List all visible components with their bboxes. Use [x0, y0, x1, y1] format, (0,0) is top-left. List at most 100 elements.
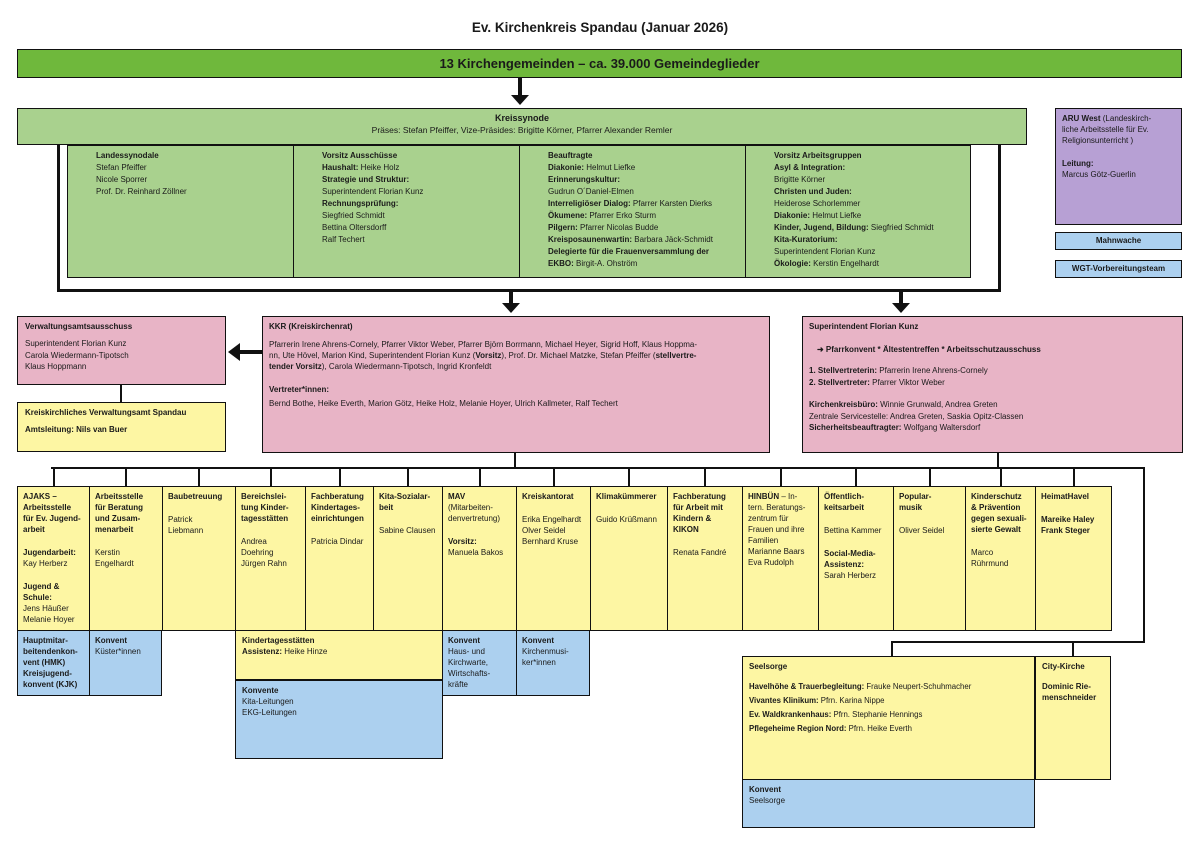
landessynodale-members: Stefan Pfeiffer Nicole Sporrer Prof. Dr.…: [96, 163, 187, 196]
stellvertreterin-label: 1. Stellvertreterin:: [809, 366, 878, 375]
gemeinden-banner: 13 Kirchengemeinden – ca. 39.000 Gemeind…: [17, 49, 1182, 78]
kkr-members-text: ), Prof. Dr. Michael Matzke, Stefan Pfei…: [501, 351, 656, 360]
list-item: Brigitte Körner: [774, 174, 966, 186]
department-detail-value: Jens Häußer Melanie Hoyer: [23, 604, 75, 624]
kkr-members-text: Pfarrerin Irene Ahrens-Cornely, Pfarrer …: [269, 340, 698, 360]
department-staff: Guido Krüßmann: [596, 515, 657, 524]
landessynodale-heading: Landessynodale: [96, 151, 159, 160]
department-box: AJAKS – Arbeitsstelle für Ev. Jugend- ar…: [17, 486, 90, 631]
landessynodale-section: Landessynodale Stefan Pfeiffer Nicole Sp…: [68, 146, 294, 277]
mahnwache-box: Mahnwache: [1055, 232, 1182, 250]
connector-line: [855, 467, 857, 486]
konvent-musiker-box: Konvent Kirchenmusi- ker*innen: [516, 630, 590, 696]
department-heading: Kreiskantorat: [522, 492, 574, 501]
list-item: Christen und Juden:: [774, 186, 966, 198]
department-staff: Oliver Seidel: [899, 526, 945, 535]
department-heading: HINBÜN: [748, 492, 780, 501]
verwaltungsamt-box: Kreiskirchliches Verwaltungsamt Spandau …: [17, 402, 226, 452]
list-item: EKBO: Birgit-A. Ohström: [548, 258, 739, 270]
list-item-value: Frauke Neupert-Schuhmacher: [864, 682, 972, 691]
wgt-label: WGT-Vorbereitungsteam: [1071, 264, 1166, 273]
haushalt-value: Heike Holz: [358, 163, 400, 172]
list-item-value: Pfarrer Erko Sturm: [587, 211, 657, 220]
list-item-label: Erinnerungskultur:: [548, 175, 621, 184]
superintendent-heading: Superintendent Florian Kunz: [809, 322, 919, 331]
servicestelle: Zentrale Servicestelle: Andrea Greten, S…: [809, 411, 1024, 421]
department-detail-label: Social-Media- Assistenz:: [824, 549, 876, 569]
list-item-label: Ökologie:: [774, 259, 811, 268]
list-item-label: Ev. Waldkrankenhaus:: [749, 710, 832, 719]
konvent-musiker-value: Kirchenmusi- ker*innen: [522, 647, 569, 667]
kkr-heading: KKR (Kreiskirchenrat): [269, 322, 353, 331]
list-item-label: Ökumene:: [548, 211, 588, 220]
konvent-seelsorge-value: Seelsorge: [749, 796, 786, 805]
connector-line: [891, 641, 1145, 643]
list-item: Pflegeheime Region Nord: Pfrn. Heike Eve…: [749, 722, 1028, 736]
buero-value: Winnie Grunwald, Andrea Greten: [877, 400, 998, 409]
department-box: HINBÜN – In- tern. Beratungs- zentrum fü…: [742, 486, 819, 631]
list-item: Heiderose Schorlemmer: [774, 198, 966, 210]
list-item: Ökologie: Kerstin Engelhardt: [774, 258, 966, 270]
list-item-value: Gudrun O´Daniel-Elmen: [548, 187, 634, 196]
connector-line: [997, 453, 999, 468]
hmk-box: Hauptmitar- beitendenkon- vent (HMK) Kre…: [17, 630, 90, 696]
konvent-kuester-label: Konvent: [95, 636, 127, 645]
city-kirche-name: Dominic Rie- menschneider: [1042, 682, 1097, 702]
list-item-label: Pflegeheime Region Nord:: [749, 724, 847, 733]
ausschuesse-heading: Vorsitz Ausschüsse: [322, 151, 398, 160]
konvent-kuester-box: Konvent Küster*innen: [89, 630, 162, 696]
connector-line: [125, 467, 127, 486]
konvent-seelsorge-box: Konvent Seelsorge: [742, 779, 1035, 828]
kkr-members-text: ), Carola Wiedermann-Tipotsch, Ingrid Kr…: [321, 362, 492, 371]
department-heading: AJAKS – Arbeitsstelle für Ev. Jugend- ar…: [23, 492, 81, 534]
department-heading: Bereichslei- tung Kinder- tagesstätten: [241, 492, 289, 523]
list-item: Diakonie: Helmut Liefke: [774, 210, 966, 222]
department-detail-label: Vorsitz:: [448, 537, 477, 546]
list-item-label: Havelhöhe & Trauerbegleitung:: [749, 682, 865, 691]
list-item-label: EKBO:: [548, 259, 574, 268]
department-staff: Patrick Liebmann: [168, 515, 204, 535]
strategie-value: Superintendent Florian Kunz: [322, 187, 424, 196]
list-item-label: Kita-Kuratorium:: [774, 235, 838, 244]
department-heading: Öffentlich- keitsarbeit: [824, 492, 865, 512]
connector-line: [120, 385, 122, 402]
connector-line: [57, 145, 60, 291]
department-heading: HeimatHavel: [1041, 492, 1090, 501]
department-staff: Patricia Dindar: [311, 537, 364, 546]
connector-line: [518, 78, 522, 95]
aru-west-desc: (Landeskirch- liche Arbeitsstelle für Ev…: [1062, 114, 1152, 145]
list-item: Interreligiöser Dialog: Pfarrer Karsten …: [548, 198, 739, 210]
department-staff: Erika Engelhardt Olver Seidel Bernhard K…: [522, 515, 582, 546]
kkr-stellvertretung: stellvertre- tender Vorsitz: [269, 351, 697, 371]
page-title: Ev. Kirchenkreis Spandau (Januar 2026): [471, 20, 729, 35]
department-heading: Arbeitsstelle für Beratung und Zusam- me…: [95, 492, 144, 534]
aru-west-leitung-value: Marcus Götz-Guerlin: [1062, 170, 1136, 179]
list-item: Gudrun O´Daniel-Elmen: [548, 186, 739, 198]
arrow-down-icon: [502, 303, 520, 313]
list-item-value: Barbara Jäck-Schmidt: [632, 235, 713, 244]
aru-west-leitung-label: Leitung:: [1062, 159, 1094, 168]
sicherheit-value: Wolfgang Waltersdorf: [901, 423, 981, 432]
connector-line: [339, 467, 341, 486]
list-item: Pilgern: Pfarrer Nicolas Budde: [548, 222, 739, 234]
department-heading: Kinderschutz & Prävention gegen sexuali-…: [971, 492, 1027, 534]
list-item-value: Helmut Liefke: [584, 163, 636, 172]
department-staff: Kerstin Engelhardt: [95, 548, 134, 568]
konvent-musiker-label: Konvent: [522, 636, 554, 645]
verwaltungsamt-heading: Kreiskirchliches Verwaltungsamt Spandau: [25, 408, 187, 417]
arrow-left-icon: [228, 343, 240, 361]
department-detail-value: Manuela Bakos: [448, 548, 504, 557]
kkr-vertreter-label: Vertreter*innen:: [269, 385, 330, 394]
connector-line: [407, 467, 409, 486]
list-item-label: Asyl & Integration:: [774, 163, 846, 172]
list-item-value: Birgit-A. Ohström: [573, 259, 638, 268]
arrow-down-icon: [511, 95, 529, 105]
list-item-value: Brigitte Körner: [774, 175, 826, 184]
department-staff: Marco Rührmund: [971, 548, 1009, 568]
seelsorge-box: Seelsorge Havelhöhe & Trauerbegleitung: …: [742, 656, 1035, 780]
